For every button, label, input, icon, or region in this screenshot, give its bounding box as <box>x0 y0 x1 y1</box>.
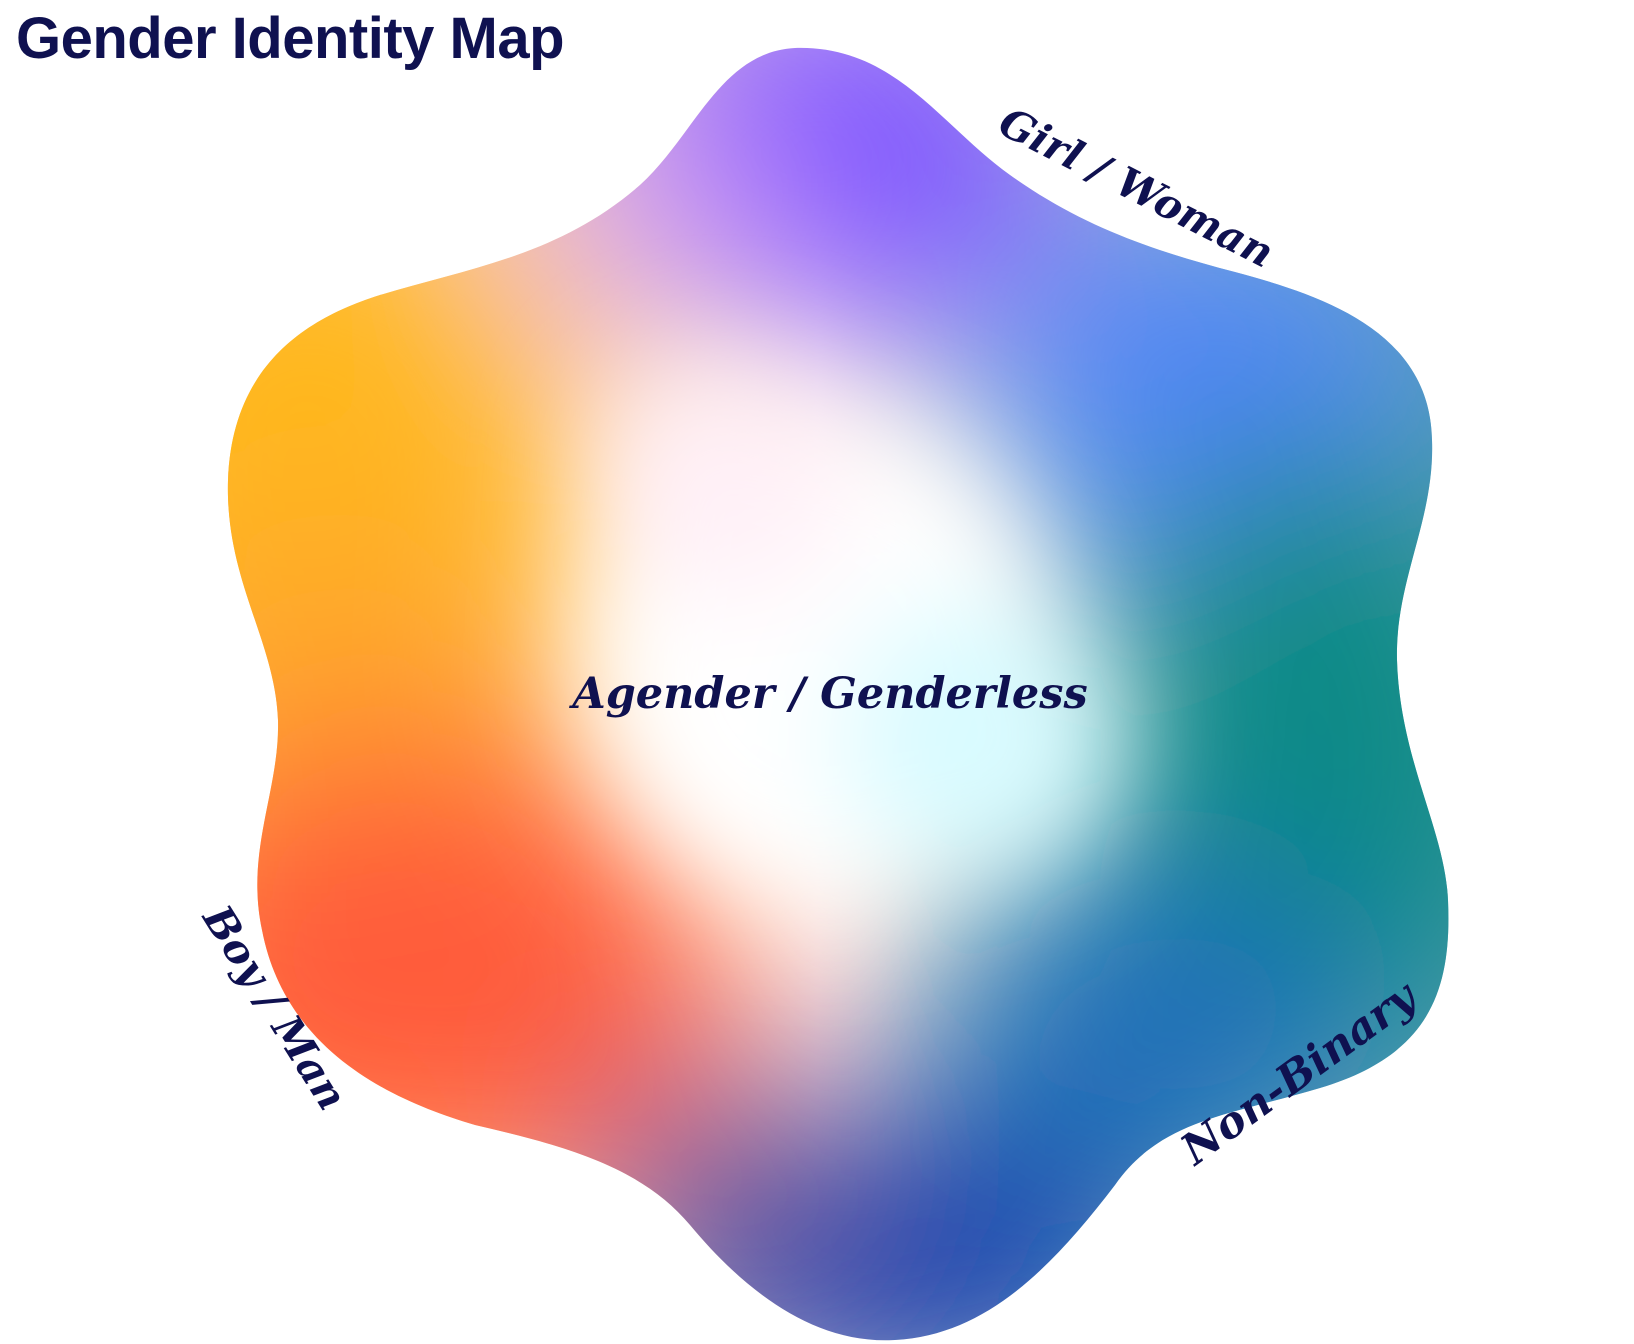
page-title: Gender Identity Map <box>16 6 565 71</box>
label-agender: Agender / Genderless <box>568 669 1087 719</box>
